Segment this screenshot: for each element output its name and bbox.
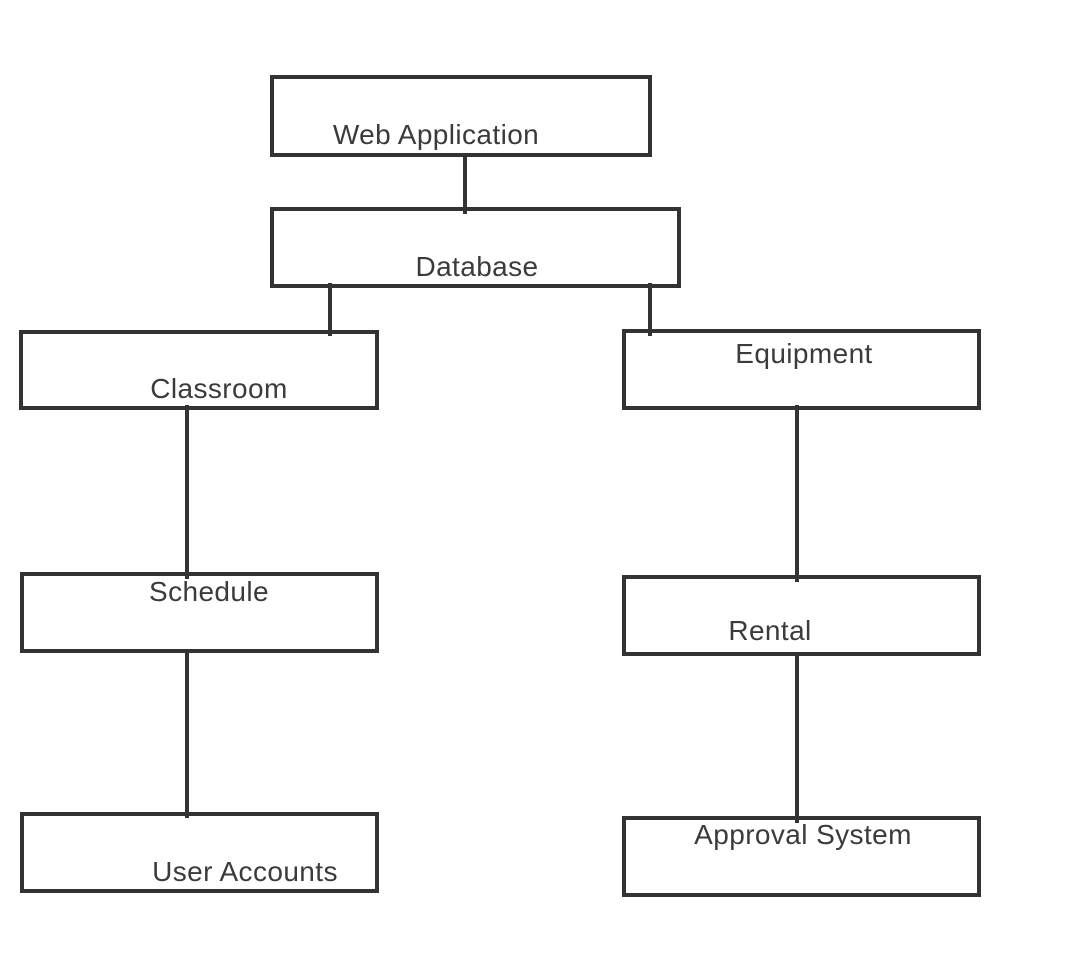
node-user-accounts-label: User Accounts bbox=[152, 856, 338, 887]
node-classroom: Classroom bbox=[19, 330, 379, 410]
node-approval-system: Approval System bbox=[622, 816, 981, 897]
connector-webapplication-database bbox=[463, 153, 467, 214]
connector-database-equipment bbox=[648, 283, 652, 336]
connector-classroom-schedule bbox=[185, 405, 189, 579]
node-web-application-label: Web Application bbox=[332, 119, 540, 150]
connector-database-classroom bbox=[328, 283, 332, 336]
node-equipment-label: Equipment bbox=[735, 338, 873, 369]
node-classroom-label: Classroom bbox=[150, 373, 288, 404]
node-equipment: Equipment bbox=[622, 329, 981, 410]
connector-equipment-rental bbox=[795, 405, 799, 582]
connector-rental-approvalsystem bbox=[795, 652, 799, 823]
node-approval-system-label: Approval System bbox=[694, 819, 912, 850]
node-schedule: Schedule bbox=[20, 572, 379, 653]
node-web-application: Web Application bbox=[270, 75, 652, 157]
node-rental: Rental bbox=[622, 575, 981, 656]
connector-schedule-useraccounts bbox=[185, 649, 189, 818]
node-database: Database bbox=[270, 207, 681, 288]
node-database-label: Database bbox=[415, 251, 539, 282]
node-rental-label: Rental bbox=[728, 615, 812, 646]
node-user-accounts: User Accounts bbox=[20, 812, 379, 893]
node-schedule-label: Schedule bbox=[149, 576, 269, 607]
